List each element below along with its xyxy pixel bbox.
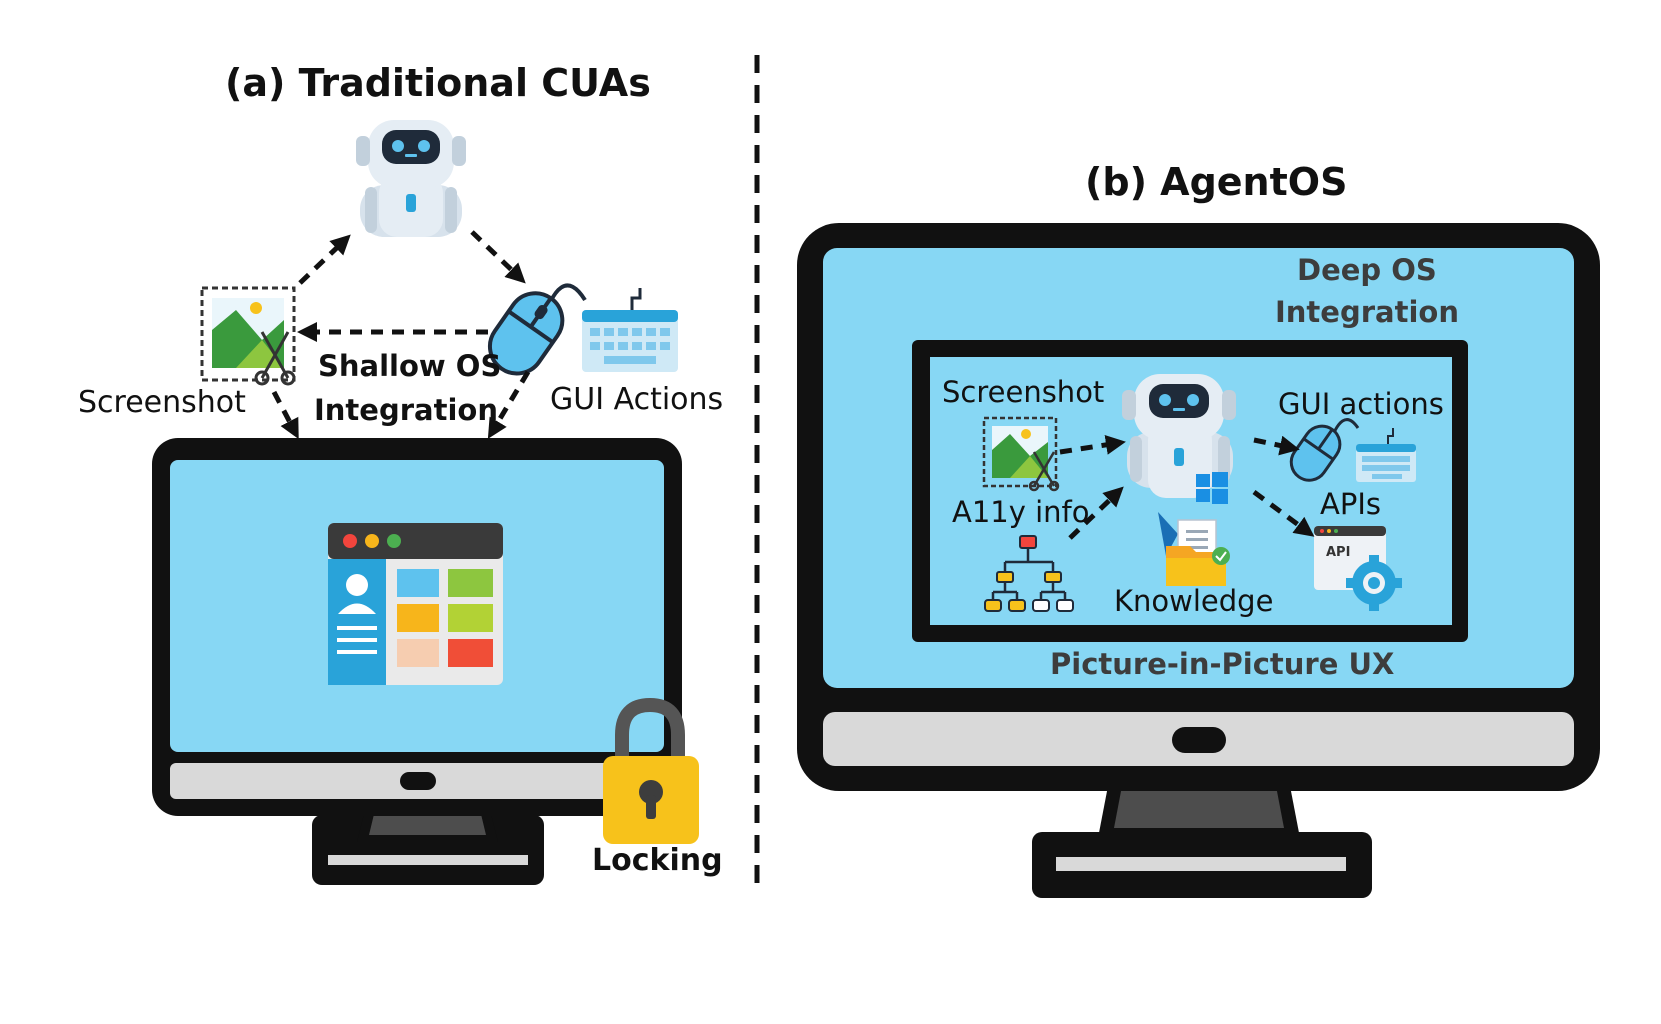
left-panel-title: (a) Traditional CUAs: [225, 61, 651, 105]
deep-integration-line1: Deep OS: [1297, 253, 1437, 287]
api-gear-icon: [1314, 526, 1402, 611]
locking-label: Locking: [592, 843, 723, 878]
right-flow-arrows: [1059, 434, 1315, 540]
screenshot-label: Screenshot: [78, 385, 246, 420]
mouse-icon: [1289, 418, 1360, 482]
keyboard-icon: [582, 288, 678, 372]
left-flow-arrows: [271, 230, 531, 440]
apis-label: APIs: [1320, 487, 1381, 521]
arrow-actions-to-monitor: [487, 370, 531, 439]
arrow-robot-to-gui-actions: [1253, 435, 1300, 456]
a11y-info-label: A11y info: [952, 495, 1090, 529]
knowledge-label: Knowledge: [1114, 584, 1274, 618]
arrow-robot-to-apis: [1252, 489, 1315, 537]
padlock-icon: [603, 697, 699, 844]
deep-integration-line2: Integration: [1275, 295, 1459, 329]
shallow-integration-line1: Shallow OS: [318, 349, 502, 383]
inner-screenshot-label: Screenshot: [942, 375, 1105, 409]
right-panel-title: (b) AgentOS: [1085, 160, 1348, 204]
mouse-icon: [487, 283, 587, 376]
pip-ux-label: Picture-in-Picture UX: [1050, 647, 1395, 681]
robot-icon: [356, 120, 466, 237]
tree-hierarchy-icon: [984, 535, 1074, 612]
screenshot-icon: [200, 286, 296, 386]
arrow-screenshot-to-robot: [1059, 434, 1126, 455]
arrow-a11y-to-robot: [1068, 486, 1124, 540]
gui-actions-label: GUI Actions: [550, 382, 724, 417]
app-window-icon: [328, 523, 503, 685]
api-badge: API: [1326, 545, 1351, 560]
screenshot-icon: [982, 416, 1060, 492]
arrow-screenshot-to-robot: [298, 234, 351, 285]
arrow-screenshot-to-monitor: [271, 390, 299, 440]
arrow-robot-to-mouse: [470, 230, 526, 284]
keyboard-icon: [1356, 428, 1416, 482]
windows-logo-icon: [1196, 472, 1228, 504]
knowledge-folder-icon: [1158, 512, 1230, 586]
inner-gui-actions-label: GUI actions: [1278, 387, 1444, 421]
shallow-integration-line2: Integration: [314, 393, 498, 427]
